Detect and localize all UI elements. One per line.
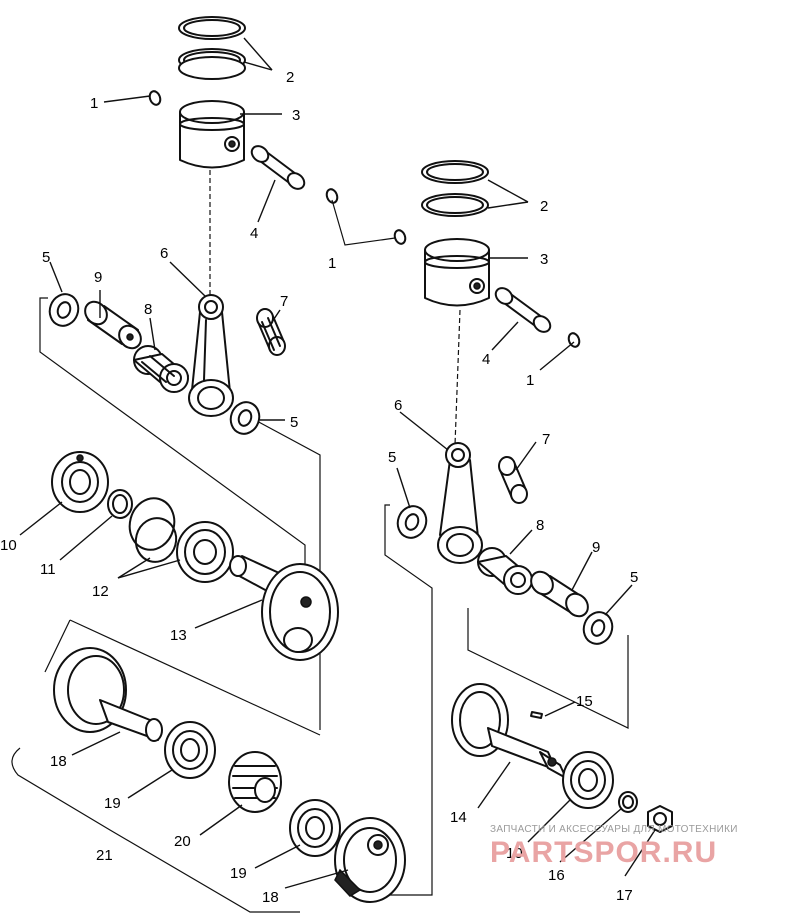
callout-3-left: 3 xyxy=(292,107,300,124)
pto-seal xyxy=(228,751,282,813)
left-connecting-rod xyxy=(188,294,234,417)
right-circlip-1 xyxy=(393,229,407,245)
callout-12: 12 xyxy=(92,583,109,600)
right-small-end-bearing xyxy=(498,456,528,504)
right-piston-rings xyxy=(421,160,489,217)
left-small-retaining-ring xyxy=(107,489,133,519)
callout-18-bottom: 18 xyxy=(262,889,279,906)
right-crankshaft-half xyxy=(451,683,567,779)
right-wrist-pin xyxy=(494,287,552,333)
callout-1-middle: 1 xyxy=(328,255,336,272)
callout-3-right: 3 xyxy=(540,251,548,268)
callout-13: 13 xyxy=(170,627,187,644)
callout-labels: 2 1 3 4 2 1 3 5 9 6 8 7 4 1 5 6 7 5 8 9 … xyxy=(0,69,638,906)
right-main-bearing xyxy=(562,751,614,809)
lock-washer xyxy=(618,791,638,813)
callout-5-left-bottom: 5 xyxy=(290,414,298,431)
callout-6-right: 6 xyxy=(394,397,402,414)
callout-19-bottom: 19 xyxy=(230,865,247,882)
callout-11: 11 xyxy=(40,561,56,578)
left-thrust-washer-bottom xyxy=(229,401,261,435)
left-thrust-washer-top xyxy=(48,293,80,327)
pto-crank-web xyxy=(334,817,406,903)
callout-10-left: 10 xyxy=(0,537,17,554)
callout-18-left: 18 xyxy=(50,753,67,770)
left-outer-main-bearing xyxy=(51,451,109,513)
callout-5-right-bottom: 5 xyxy=(630,569,638,586)
left-snap-rings xyxy=(128,497,178,563)
woodruff-key xyxy=(530,711,543,719)
left-piston-rings xyxy=(178,16,246,80)
left-wrist-pin xyxy=(250,145,306,190)
callout-4-left: 4 xyxy=(250,225,258,242)
callout-16: 16 xyxy=(548,867,565,884)
callout-7-right: 7 xyxy=(542,431,550,448)
watermark-brand: PARTSPOR.RU xyxy=(490,836,717,869)
callout-8-left: 8 xyxy=(144,301,152,318)
callout-10-right: 10 xyxy=(506,845,523,862)
crankshaft-nut xyxy=(647,805,673,833)
callout-1-right: 1 xyxy=(526,372,534,389)
left-crankshaft-half xyxy=(229,555,339,661)
callout-7-left: 7 xyxy=(280,293,288,310)
right-thrust-washer-bottom xyxy=(582,611,614,645)
left-big-end-bearing xyxy=(133,345,189,393)
callout-15: 15 xyxy=(576,693,593,710)
pto-bearing-2 xyxy=(289,799,341,857)
pto-flywheel xyxy=(53,647,163,742)
callout-4-right: 4 xyxy=(482,351,490,368)
left-piston xyxy=(179,100,245,169)
callout-6-left: 6 xyxy=(160,245,168,262)
callout-19-top: 19 xyxy=(104,795,121,812)
callout-1-top-left: 1 xyxy=(90,95,98,112)
callout-14: 14 xyxy=(450,809,467,826)
callout-17: 17 xyxy=(616,887,633,904)
right-thrust-washer-top xyxy=(396,505,428,539)
left-circlip-1 xyxy=(148,90,162,106)
callout-21: 21 xyxy=(96,847,113,864)
callout-5-left-top: 5 xyxy=(42,249,50,266)
right-big-end-bearing xyxy=(477,547,533,595)
callout-9-left: 9 xyxy=(94,269,102,286)
watermark-subtitle: ЗАПЧАСТИ И АКСЕССУАРЫ ДЛЯ МОТОТЕХНИКИ xyxy=(490,824,738,835)
right-connecting-rod xyxy=(437,442,483,564)
callout-5-right-top: 5 xyxy=(388,449,396,466)
right-crankpin xyxy=(530,570,589,618)
callout-2-right: 2 xyxy=(540,198,548,215)
left-circlip-2 xyxy=(325,188,339,204)
watermark: ЗАПЧАСТИ И АКСЕССУАРЫ ДЛЯ МОТОТЕХНИКИ PA… xyxy=(490,824,738,869)
leader-lines xyxy=(19,37,656,889)
callout-8-right: 8 xyxy=(536,517,544,534)
left-crankpin xyxy=(84,300,142,350)
left-small-end-bearing xyxy=(256,308,286,356)
left-inner-main-bearing xyxy=(176,521,234,583)
callout-9-right: 9 xyxy=(592,539,600,556)
callout-20: 20 xyxy=(174,833,191,850)
callout-2-top-left: 2 xyxy=(286,69,294,86)
right-circlip-2 xyxy=(567,332,581,348)
pto-bearing-1 xyxy=(164,721,216,779)
right-piston xyxy=(424,238,490,307)
